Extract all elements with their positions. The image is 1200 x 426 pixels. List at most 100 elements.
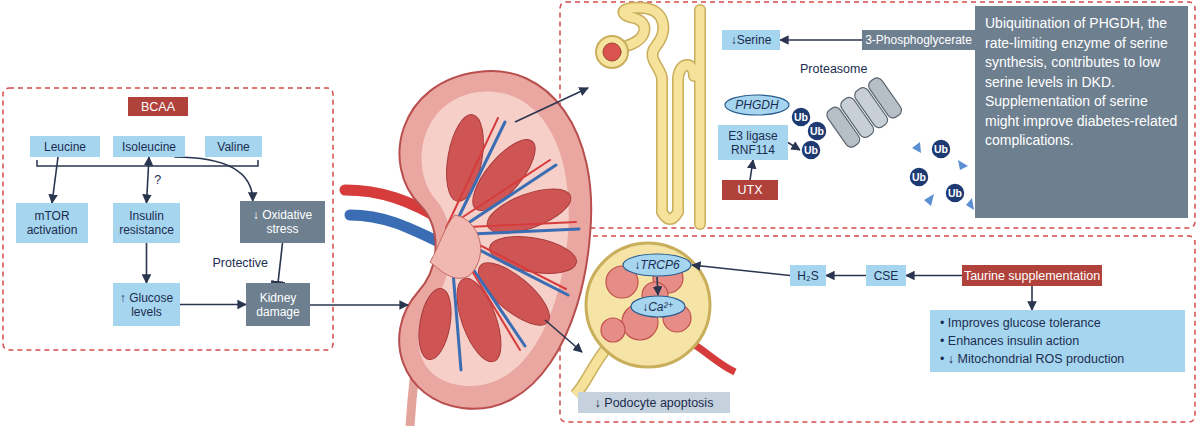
circle-outline (945, 183, 965, 203)
ubiquitin-fragment (912, 142, 921, 153)
arrow-connector (52, 157, 58, 203)
nephron-illustration (696, 10, 705, 224)
node-text: ↓ Podocyte apoptosis (595, 396, 714, 410)
ubiquitin-circle: Ub (806, 120, 828, 142)
nephron-illustration (694, 10, 706, 224)
panel-frame (3, 88, 333, 350)
node-text: • Enhances insulin action (940, 332, 1079, 350)
node-text: Ub (794, 110, 808, 124)
node-text: ↓Ca²⁺ (642, 300, 674, 314)
bracket (37, 160, 258, 166)
metabolite-box: 3-Phosphoglycerate (862, 30, 975, 50)
arrow-connector (657, 277, 658, 295)
nephron-illustration (623, 8, 700, 224)
ubiquitin-circle: Ub (930, 138, 952, 160)
ellipse-outline (631, 296, 685, 317)
glomerulus-illustration (575, 350, 605, 395)
enzyme-box: E3 ligase RNF114 (718, 125, 788, 160)
node-text: UTX (738, 183, 763, 197)
process-box: ↓ Oxidative stress (240, 201, 325, 243)
ubiquitin-fragment (958, 160, 968, 170)
node-text: mTOR activation (16, 209, 88, 237)
enzyme-ellipse: PHGDH (724, 94, 790, 116)
node-text: Insulin resistance (113, 209, 180, 237)
outcome-box: Kidney damage (246, 283, 310, 326)
node-text: H₂S (797, 269, 818, 283)
nephron-illustration (623, 8, 694, 219)
arrow-connector (180, 304, 246, 306)
metabolite-box: ↓Serine (722, 30, 780, 50)
ellipse-outline (623, 254, 691, 276)
edge-label: ? (154, 173, 161, 187)
node-text: BCAA (141, 100, 175, 114)
nephron-illustration (623, 8, 694, 219)
enzyme-box: CSE (866, 265, 906, 286)
flow-arrow (310, 88, 588, 352)
flow-arrow (545, 320, 582, 352)
amino-acid-box: Leucine (30, 136, 100, 157)
group-label-box: BCAA (128, 97, 188, 116)
node-text: Ub (948, 186, 962, 200)
node-text: Ub (934, 142, 948, 156)
metabolite-box: H₂S (790, 265, 826, 286)
treatment-box: Taurine supplementation (962, 265, 1102, 286)
regulator-box: UTX (722, 180, 778, 200)
kidney-illustration (345, 71, 591, 426)
process-box: ↑ Glucose levels (113, 283, 180, 326)
arrow-connector (826, 275, 866, 277)
arrow-connector (692, 265, 790, 276)
panel-frame (3, 2, 1195, 422)
arrow-connector (1031, 286, 1033, 310)
nephron-illustration (596, 8, 700, 224)
node-text: Ub (804, 143, 818, 157)
ion-ellipse: ↓Ca²⁺ (630, 295, 686, 318)
panel-frame (560, 2, 1195, 228)
ubiquitin-circle: Ub (908, 166, 930, 188)
kidney-illustration (430, 215, 481, 278)
arrow-connector (147, 157, 150, 203)
flow-arrow (310, 304, 408, 306)
node-text: Isoleucine (122, 140, 176, 154)
node-text: 3-Phosphoglycerate (865, 33, 972, 47)
ubiquitin-fragment (924, 194, 934, 206)
glomerulus-illustration (586, 243, 710, 367)
node-text: ↑ Glucose levels (113, 291, 180, 319)
note-box: Ubiquitination of PHGDH, the rate-limiti… (975, 6, 1188, 218)
part-label: Proteasome (800, 62, 867, 76)
kidney-illustration (414, 286, 456, 362)
proteasome-symbol (866, 76, 904, 121)
circle-outline (807, 121, 827, 141)
arrow-connector (788, 143, 800, 151)
glomerulus-illustration (601, 318, 625, 342)
node-text: Leucine (44, 140, 86, 154)
circle-outline (909, 167, 929, 187)
edge-label: Protective (212, 256, 268, 270)
node-text: Ubiquitination of PHGDH, the rate-limiti… (985, 14, 1178, 151)
node-text: Ub (810, 124, 824, 138)
node-text: Ub (912, 170, 926, 184)
arrow-connector (146, 243, 148, 283)
glomerulus-illustration (695, 345, 735, 372)
amino-acid-box: Isoleucine (113, 136, 185, 157)
kidney-illustration (399, 71, 591, 409)
glomerulus-illustration (575, 243, 735, 395)
arrow-connector (780, 39, 862, 41)
node-text: • ↓ Mitochondrial ROS production (940, 350, 1124, 368)
arrow-connector (906, 275, 962, 277)
process-box: mTOR activation (16, 203, 88, 243)
ubiquitin-circle: Ub (944, 182, 966, 204)
glomerulus-illustration (575, 350, 605, 395)
inhibition-connector (278, 243, 283, 283)
node-text: • Improves glucose tolerance (940, 314, 1101, 332)
panel-frame (560, 236, 1195, 422)
amino-acid-box: Valine (205, 136, 262, 157)
node-text: Taurine supplementation (964, 269, 1100, 283)
effects-box: • Improves glucose tolerance• Enhances i… (930, 310, 1185, 372)
circle-outline (791, 107, 811, 127)
process-box: Insulin resistance (113, 203, 180, 243)
node-text: PHGDH (735, 98, 778, 112)
circle-outline (931, 139, 951, 159)
nephron-illustration (603, 43, 621, 61)
node-text: ↓TRCP6 (634, 258, 679, 272)
